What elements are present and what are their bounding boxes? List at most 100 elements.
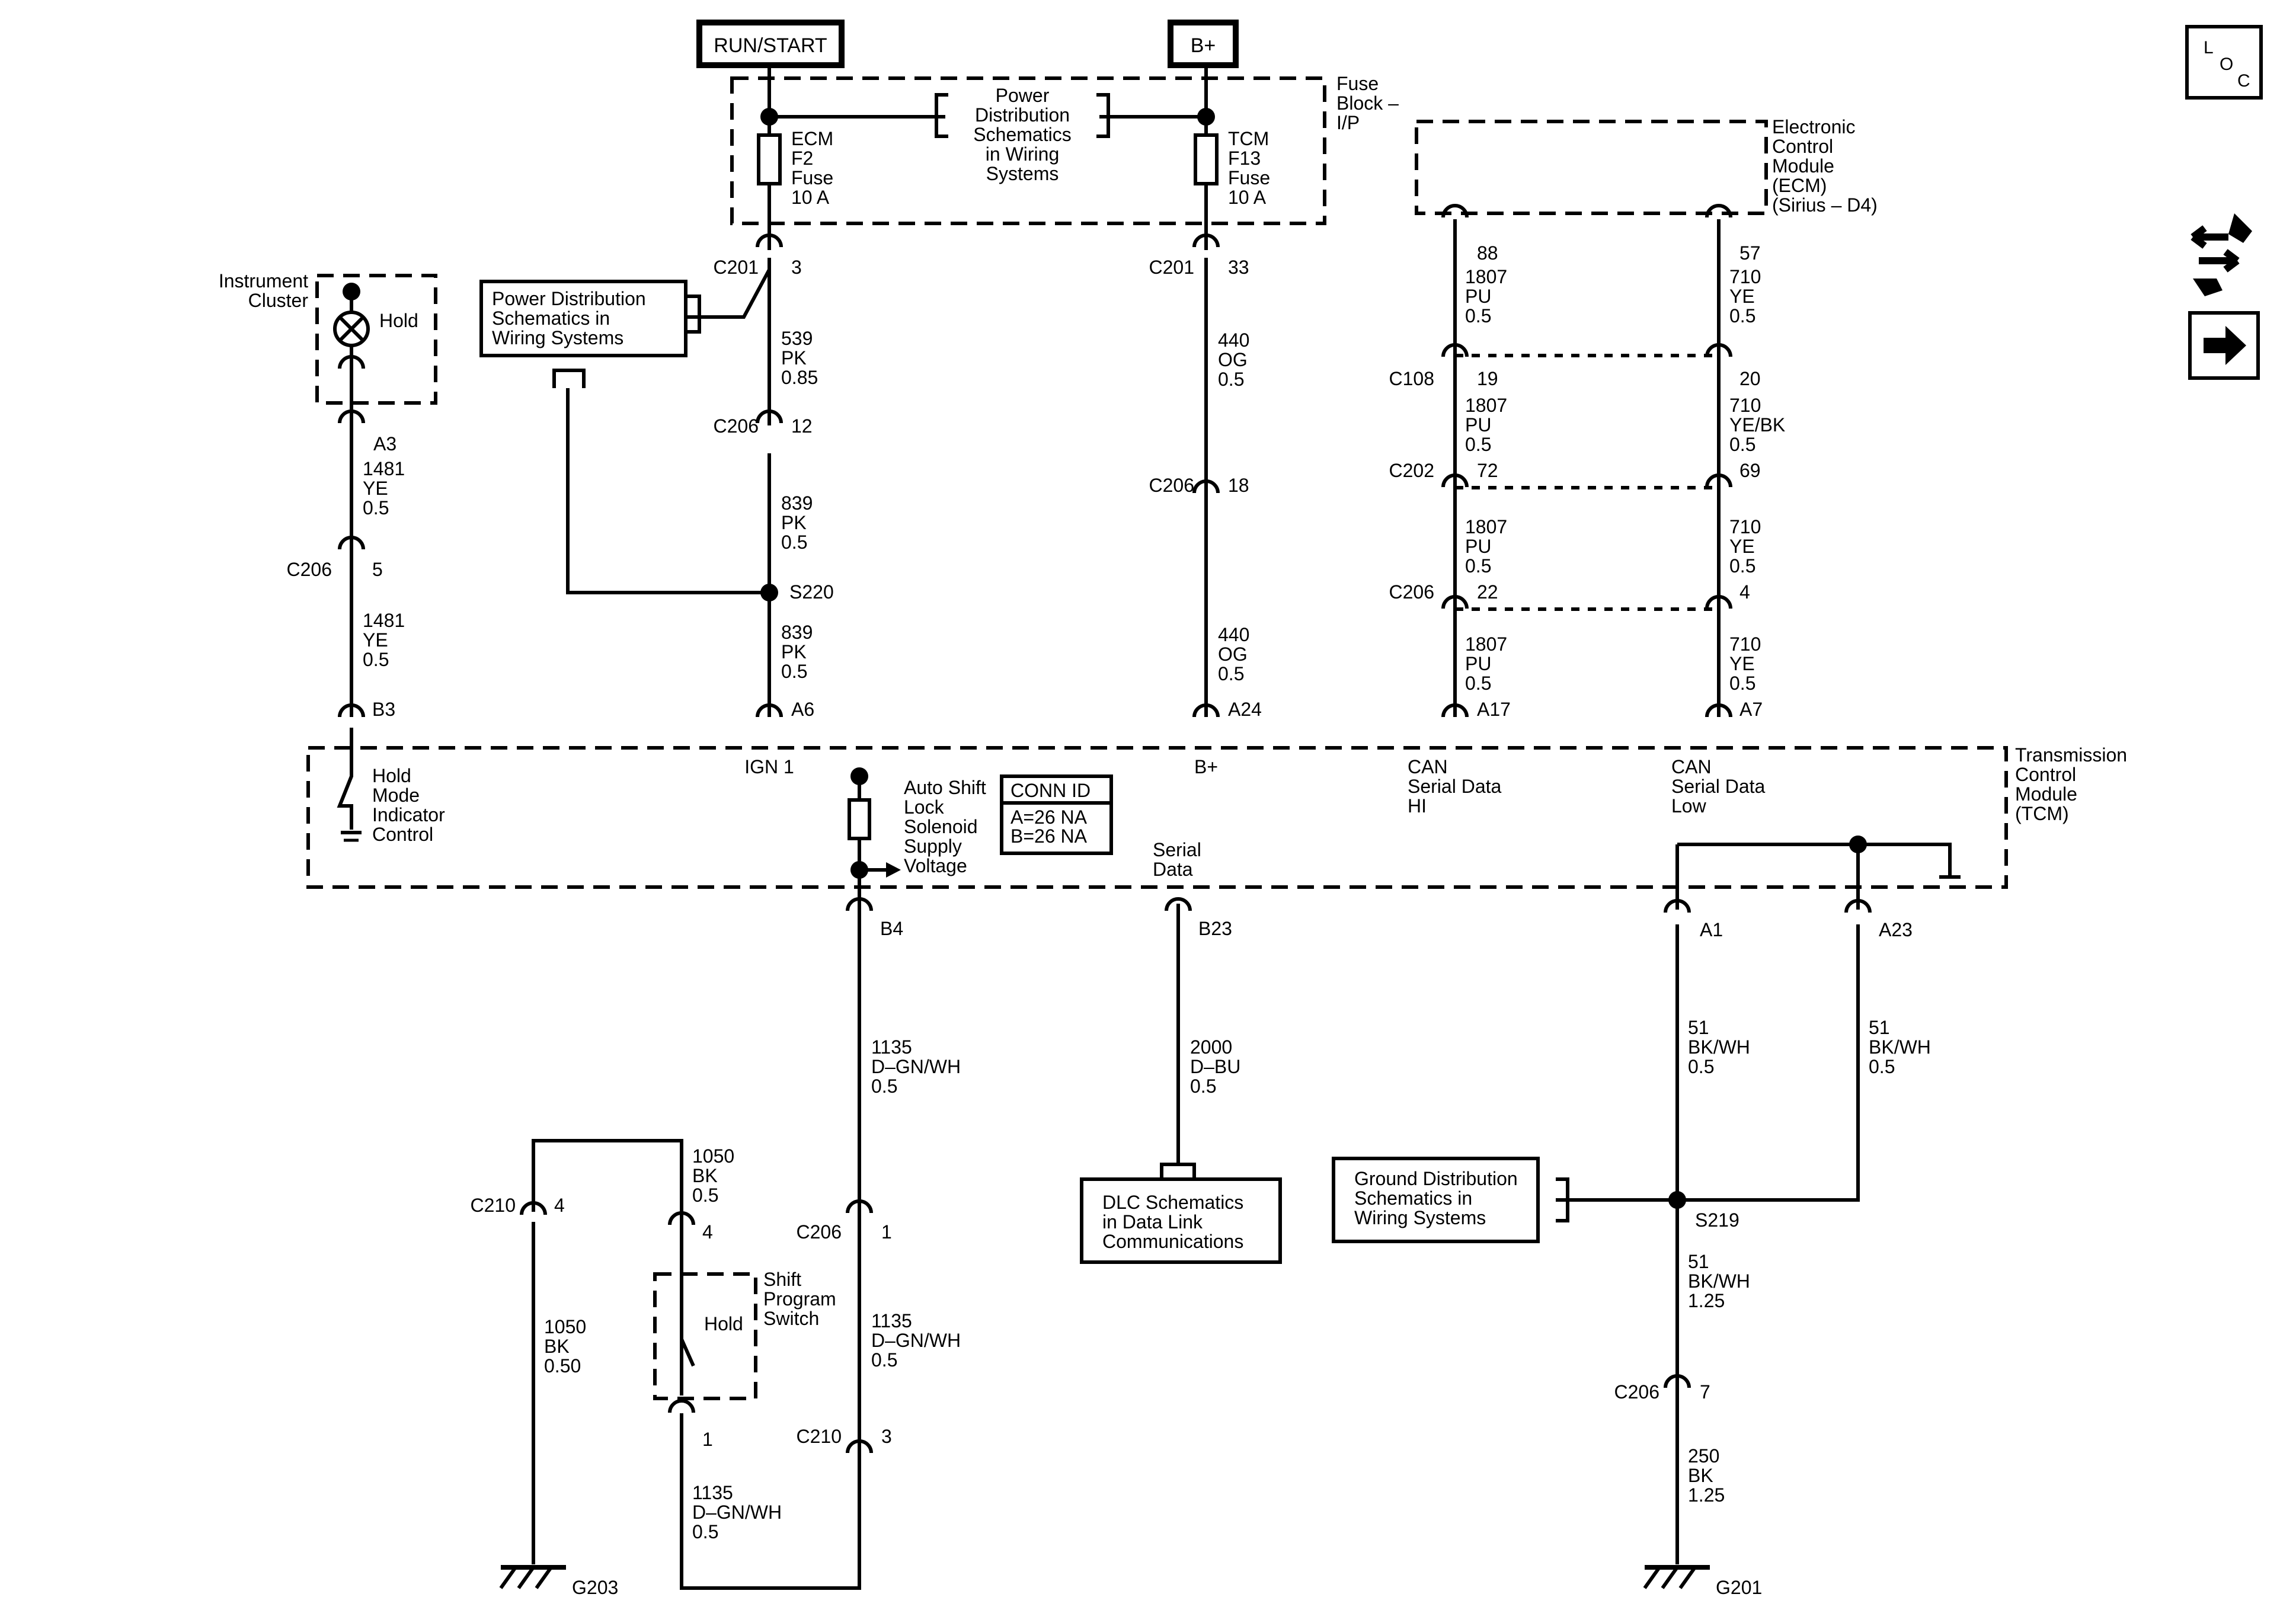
- bplus-pin-label: B+: [1194, 756, 1218, 777]
- c210-3-name: C210: [797, 1426, 842, 1447]
- dlc-box-text-line-1: DLC Schematics: [1102, 1192, 1243, 1213]
- wire-539-label-line-1: 539: [781, 328, 813, 349]
- wire-1807b-label-line-1: 1807: [1465, 395, 1507, 416]
- ground-dist-text-line-1: Ground Distribution: [1354, 1168, 1518, 1189]
- wire-1807d-label-line-3: 0.5: [1465, 673, 1491, 694]
- g201-label: G201: [1716, 1577, 1762, 1598]
- c210-3-pin: 3: [881, 1426, 892, 1447]
- wire-1807c-label-line-2: PU: [1465, 536, 1491, 557]
- hold-mode-label-line-3: Indicator: [372, 804, 445, 825]
- wire-51-branch: [1677, 924, 1860, 1202]
- c108-pin: 19: [1477, 368, 1498, 389]
- run-start-label: RUN/START: [714, 34, 827, 57]
- auto-shift-label-line-5: Voltage: [904, 855, 967, 876]
- loc-button[interactable]: L O C: [2185, 25, 2263, 100]
- ecm-fuse-label-line-4: 10 A: [791, 187, 830, 208]
- a1-label: A1: [1700, 919, 1723, 940]
- wire-710c-label-line-2: YE: [1729, 536, 1755, 557]
- wire-440a-label-line-3: 0.5: [1218, 369, 1244, 390]
- ecm-fuse-label-line-3: Fuse: [791, 167, 833, 188]
- can-low-label-line-2: Serial Data: [1671, 776, 1766, 797]
- wire-710b-label-line-1: 710: [1729, 395, 1761, 416]
- ecm-57: 57: [1739, 242, 1761, 264]
- power-dist-inline-line-3: Schematics: [973, 124, 1071, 145]
- wire-1050a-label-line-2: BK: [692, 1165, 718, 1186]
- a7-label: A7: [1739, 699, 1763, 720]
- auto-shift-label-line-2: Lock: [904, 796, 945, 818]
- wire-839b-label-line-2: PK: [781, 641, 807, 662]
- ground-dist-bracket: [1556, 1177, 1569, 1222]
- power-dist-bracket-left: [935, 93, 948, 138]
- ecm-fuse-label-line-1: ECM: [791, 128, 833, 149]
- wire-440b-label-line-2: OG: [1218, 644, 1248, 665]
- wire-1135: [680, 904, 861, 1590]
- wire-1481b-label-line-2: YE: [363, 629, 388, 651]
- wire-440b-label-line-3: 0.5: [1218, 663, 1244, 684]
- sw-pin4: 4: [702, 1221, 713, 1243]
- dlc-box: [1080, 1177, 1282, 1264]
- c206-7-pin: 7: [1700, 1381, 1710, 1403]
- loc-letter-o: O: [2220, 55, 2233, 74]
- right-arrow-icon: [2204, 326, 2246, 365]
- a17-label: A17: [1477, 699, 1511, 720]
- power-dist-box-text-line-1: Power Distribution: [492, 288, 646, 309]
- instrument-cluster-label-line-2: Cluster: [248, 290, 309, 311]
- c206-1-name: C206: [797, 1221, 842, 1243]
- power-dist-box-stub: [566, 369, 586, 388]
- c206-pin: 12: [791, 415, 813, 437]
- power-dist-lead: [687, 268, 771, 319]
- auto-shift-resistor: [848, 798, 871, 840]
- c206-1-pin: 1: [881, 1221, 892, 1243]
- wire-839b-label-line-3: 0.5: [781, 661, 807, 682]
- auto-shift-arrow-icon: [886, 862, 901, 878]
- c108-20: 20: [1739, 368, 1761, 389]
- wire-1807b-label-line-3: 0.5: [1465, 434, 1491, 455]
- power-dist-box-text-line-3: Wiring Systems: [492, 327, 623, 348]
- instrument-cluster-label-line-1: Instrument: [219, 270, 308, 292]
- auto-shift-label-line-4: Supply: [904, 836, 962, 857]
- tcm-fuse-symbol: [1194, 133, 1219, 185]
- wire-710d-label-line-2: YE: [1729, 653, 1755, 674]
- hold-mode-label-line-2: Mode: [372, 785, 420, 806]
- wire-1481a-label-line-3: 0.5: [363, 497, 389, 518]
- next-page-button[interactable]: [2188, 311, 2260, 380]
- wire-1135a-label-line-3: 0.5: [871, 1076, 897, 1097]
- lamp-feed-dot: [343, 283, 360, 300]
- wire-1135c-label-line-2: D–GN/WH: [692, 1502, 782, 1523]
- wire-710b-label-line-3: 0.5: [1729, 434, 1755, 455]
- c206-7-name: C206: [1614, 1381, 1660, 1403]
- s220-splice: [760, 584, 778, 601]
- power-dist-inline-line-1: Power: [996, 85, 1050, 106]
- b23-label: B23: [1198, 918, 1232, 939]
- wire-839a-label-line-2: PK: [781, 512, 807, 533]
- wire-1050a-label-line-1: 1050: [692, 1145, 734, 1167]
- fuse-splice-right: [1197, 108, 1215, 126]
- wire-to-s220: [566, 388, 769, 594]
- c206-4: 4: [1739, 581, 1750, 603]
- c202-pin: 72: [1477, 460, 1498, 481]
- power-dist-box-text-line-2: Schematics in: [492, 308, 610, 329]
- ecm-module-label-line-1: Electronic: [1772, 116, 1856, 137]
- ecm-88: 88: [1477, 242, 1498, 264]
- wire-710d-label-line-1: 710: [1729, 633, 1761, 655]
- run-start-source: RUN/START: [696, 20, 845, 68]
- wrench-arrows-icon[interactable]: [2191, 213, 2252, 296]
- power-dist-box: [479, 280, 687, 357]
- shift-switch-label-line-3: Switch: [763, 1308, 819, 1329]
- b3-label: B3: [372, 699, 395, 720]
- wire-51a-label-line-2: BK/WH: [1688, 1036, 1750, 1058]
- c210-4-pin: 4: [554, 1195, 565, 1216]
- tcm-fuse-label-line-1: TCM: [1228, 128, 1269, 149]
- wire-1481b-label-line-1: 1481: [363, 610, 405, 631]
- power-dist-bracket-right: [1096, 93, 1110, 138]
- tcm-label-line-4: (TCM): [2015, 803, 2069, 824]
- wire-51c-label-line-3: 1.25: [1688, 1290, 1725, 1311]
- wire-1050b-label-line-1: 1050: [544, 1316, 586, 1337]
- conn-id-b: B=26 NA: [1011, 825, 1088, 847]
- tcm-ground-node: [1849, 836, 1867, 853]
- wire-710d-label-line-3: 0.5: [1729, 673, 1755, 694]
- wire-250-label-line-2: BK: [1688, 1465, 1713, 1486]
- a23-label: A23: [1879, 919, 1913, 940]
- wire-1807c-label-line-1: 1807: [1465, 516, 1507, 537]
